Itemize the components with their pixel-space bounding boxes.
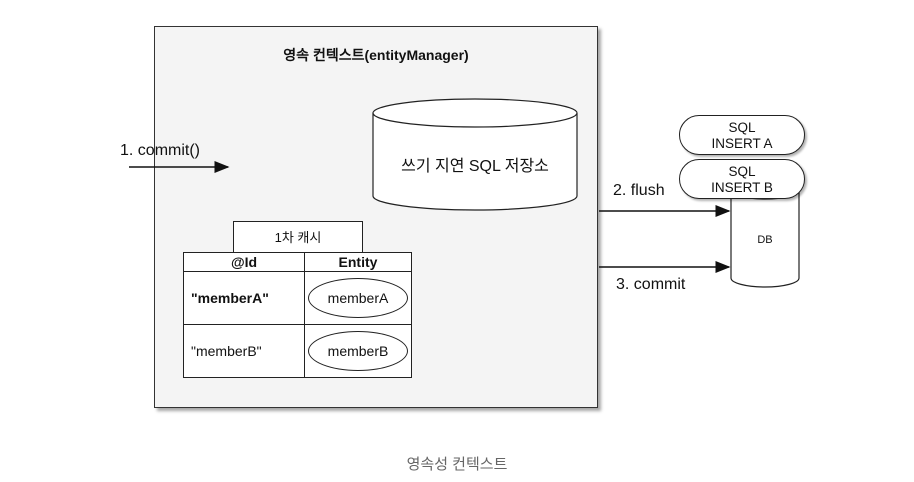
sql-line: SQL <box>728 120 756 135</box>
cache-row-id: "memberA" <box>183 271 305 325</box>
write-behind-store-label: 쓰기 지연 SQL 저장소 <box>401 158 549 175</box>
sql-line: INSERT B <box>711 180 773 195</box>
cache-header-row: @Id Entity <box>183 252 412 272</box>
entity-ellipse: memberA <box>308 278 408 318</box>
first-level-cache-tab: 1차 캐시 <box>233 221 363 254</box>
sql-insert-b-pill: SQL INSERT B <box>679 159 805 199</box>
persistence-context-title: 영속 컨텍스트(entityManager) <box>283 47 469 63</box>
sql-line: SQL <box>728 164 756 179</box>
sql-line: INSERT A <box>711 136 773 151</box>
cache-row: "memberB" memberB <box>183 324 412 378</box>
cache-row-id: "memberB" <box>183 324 305 378</box>
db-label: DB <box>757 234 773 246</box>
figure-caption: 영속성 컨텍스트 <box>406 456 508 473</box>
write-behind-store-cylinder <box>372 98 578 211</box>
sql-insert-a-pill: SQL INSERT A <box>679 115 805 155</box>
cache-row-entity-cell: memberB <box>304 324 412 378</box>
commit-in-label: 1. commit() <box>120 142 200 159</box>
db-commit-label: 3. commit <box>616 276 686 293</box>
first-level-cache-table: @Id Entity "memberA" memberA "memberB" m… <box>183 252 412 378</box>
flush-label: 2. flush <box>613 182 665 199</box>
cache-column-entity: Entity <box>304 252 412 272</box>
cache-row: "memberA" memberA <box>183 271 412 325</box>
entity-ellipse: memberB <box>308 331 408 371</box>
cache-column-id: @Id <box>183 252 305 272</box>
cache-row-entity-cell: memberA <box>304 271 412 325</box>
